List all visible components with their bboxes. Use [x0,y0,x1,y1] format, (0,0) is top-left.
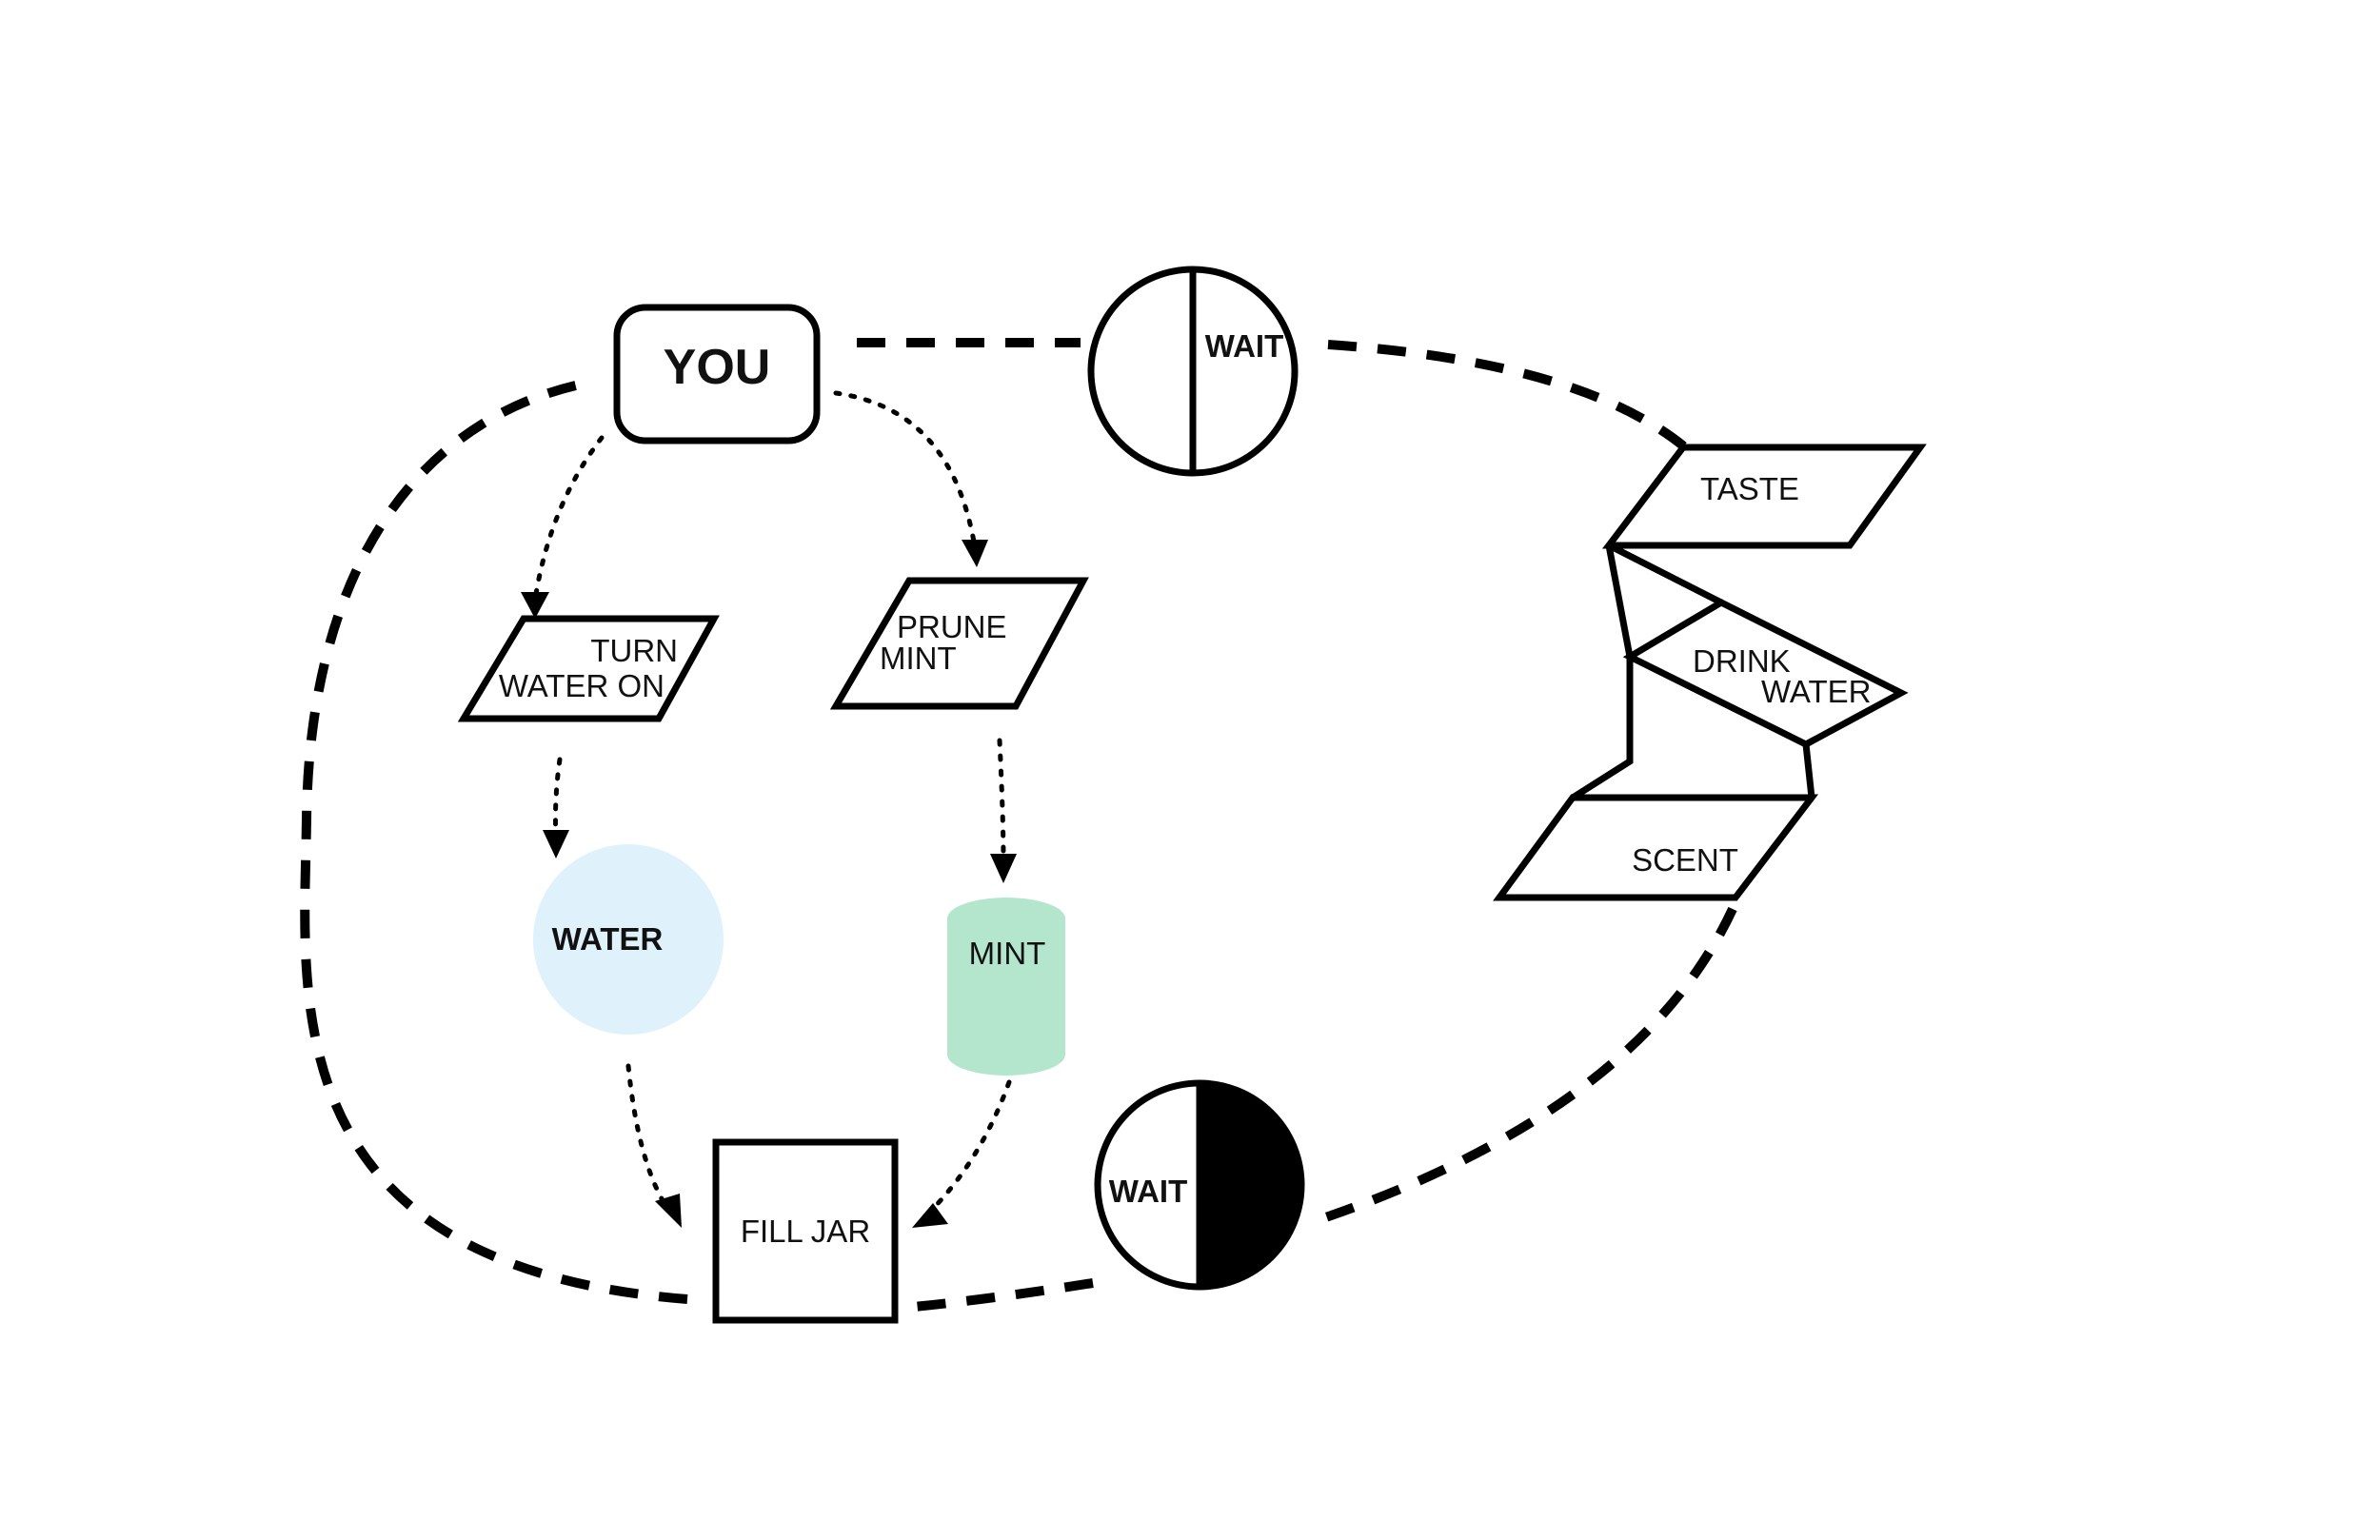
arrowhead-turn-water-on [521,592,549,619]
prune-mint-label-line2: MINT [880,641,957,676]
water-node[interactable]: WATER [533,844,724,1035]
wait-top-label: WAIT [1205,328,1283,364]
wait-top-node[interactable]: WAIT [1087,266,1299,477]
arrowhead-prune-mint [962,540,988,567]
arrow-you-to-turn-water-on [532,435,605,602]
connector-fill-jar-to-you [300,378,688,1304]
drink-water-node[interactable]: DRINK WATER [1622,599,1909,748]
fill-jar-node[interactable]: FILL JAR [712,1138,899,1324]
water-label: WATER [552,921,664,957]
turn-water-on-node[interactable]: TURN WATER ON [457,615,720,722]
water-circle [533,844,724,1035]
arrow-turn-water-on-to-water [553,757,563,840]
mint-node[interactable]: MINT [947,898,1065,1076]
mint-label: MINT [969,936,1046,971]
turn-water-on-label-line2: WATER ON [499,668,664,703]
wait-bottom-label: WAIT [1109,1174,1187,1209]
scent-label: SCENT [1632,842,1738,878]
fill-jar-label: FILL JAR [741,1214,870,1249]
you-label: YOU [664,340,771,395]
wait-bottom-node[interactable]: WAIT [1094,1079,1305,1291]
connector-scent-to-wait-bottom [1307,906,1737,1228]
drink-water-label-line2: WATER [1761,674,1871,709]
arrowhead-fill-jar-left [655,1194,682,1228]
scent-node[interactable]: SCENT [1493,794,1819,901]
arrowhead-mint [990,854,1017,883]
connector-wait-bottom-to-fill-jar [913,1278,1094,1312]
prune-mint-node[interactable]: PRUNE MINT [829,577,1089,710]
arrow-mint-to-fill-jar [925,1079,1012,1216]
arrowhead-fill-jar-right [912,1203,948,1228]
arrow-you-to-prune-mint [833,390,978,550]
connector-wait-top-to-taste [1327,340,1689,451]
prune-mint-label-line1: PRUNE [897,609,1007,644]
right-cluster-links [1571,542,1815,800]
arrowhead-water [543,830,569,859]
mint-cylinder [947,898,1065,1076]
taste-label: TASTE [1700,471,1799,506]
you-node[interactable]: YOU [613,304,821,444]
turn-water-on-label-line1: TURN [590,633,678,668]
wait-bottom-filled-half [1200,1083,1301,1287]
taste-node[interactable]: TASTE [1601,444,1927,549]
drink-water-label-line1: DRINK [1693,643,1791,679]
arrow-water-to-fill-jar [625,1063,669,1210]
arrow-prune-mint-to-mint [997,738,1006,864]
